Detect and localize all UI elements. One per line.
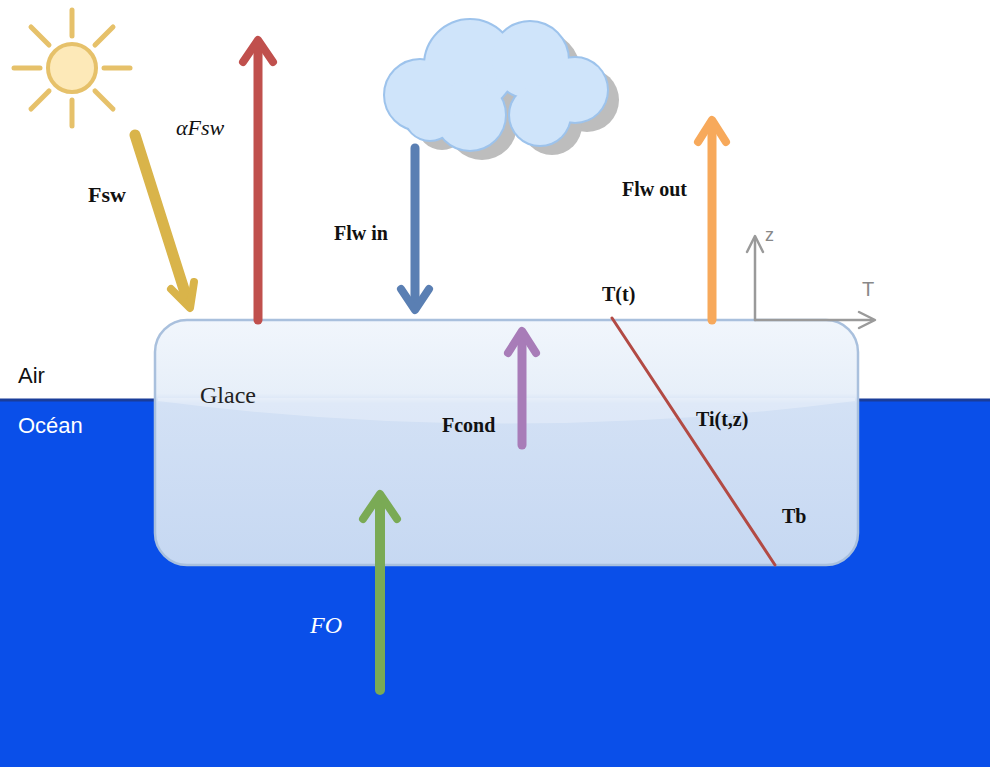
flux-label: Flw out [622,178,687,200]
flux-label: Flw in [334,222,388,244]
axis-label: z [765,226,774,246]
ocean-flux-arrow [363,494,397,690]
flux-label: Fsw [88,183,126,207]
ice-block [155,320,858,565]
cloud-outline [385,20,607,150]
longwave-out-arrow [698,120,726,320]
ice-block-node: Glace [155,320,858,565]
region-label: Air [18,364,45,388]
longwave-in-arrow [401,148,429,310]
axis-label: T [862,278,874,300]
temperature-label: Tb [782,505,806,527]
node-title: Océan [18,414,83,438]
temperature-label: T(t) [602,283,635,305]
cloud-fill [385,20,607,150]
axes [747,236,875,328]
ocean-node: Océan [0,400,990,767]
reflected-arrow [243,40,273,320]
flux-label: αFsw [176,116,224,140]
conduction-arrow [508,331,536,445]
flux-label: Fcond [442,414,495,436]
temperature-profile [612,318,775,565]
ice-highlight [158,398,855,424]
shortwave-arrow [135,135,194,308]
flux-label: FO [310,612,342,638]
node-title: Glace [200,382,256,408]
temperature-label: Ti(t,z) [696,408,748,430]
sun-symbol [14,10,130,126]
